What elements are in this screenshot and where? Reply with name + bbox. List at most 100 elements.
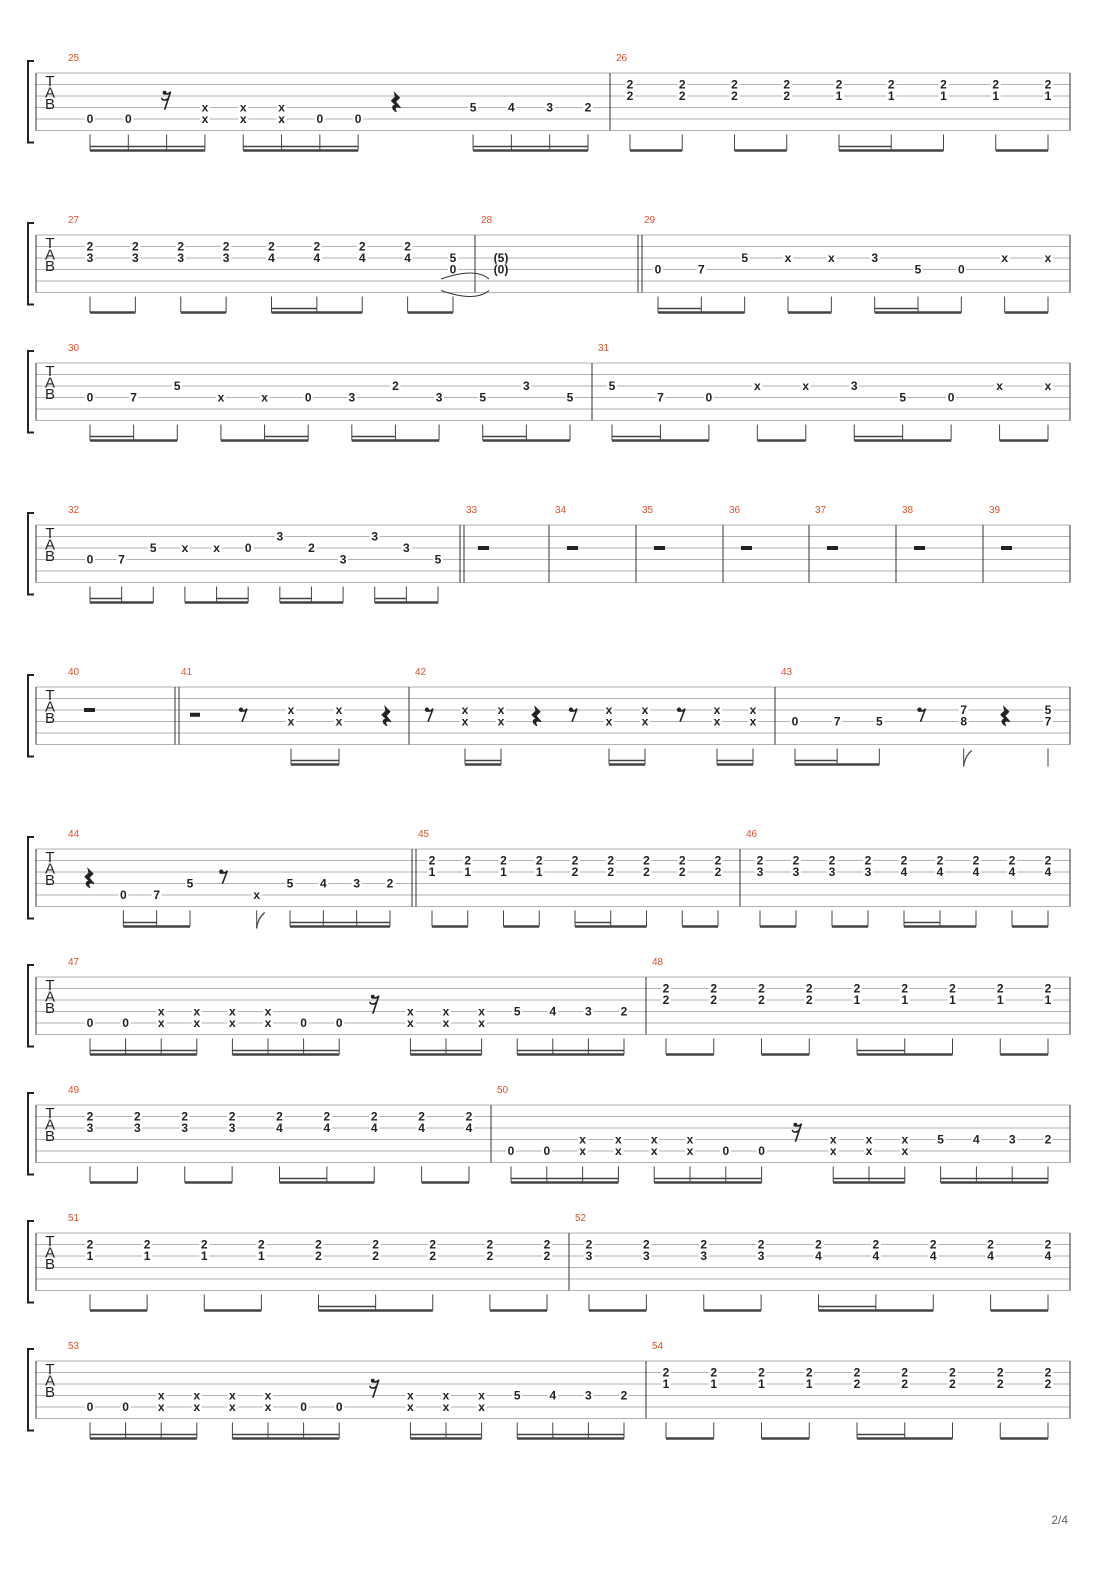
fret-bg — [935, 1133, 946, 1146]
fret-number: 0 — [122, 1016, 129, 1030]
fret-number: 7 — [153, 888, 160, 902]
dead-note: x — [996, 379, 1003, 393]
fret-number: 2 — [949, 1377, 956, 1391]
fret-bg — [928, 1238, 939, 1251]
fret-bg — [311, 252, 322, 264]
fret-bg — [826, 252, 837, 264]
fret-bg — [712, 704, 722, 716]
fret-bg — [351, 877, 362, 890]
fret-bg — [899, 854, 909, 867]
fret-bg — [756, 1366, 767, 1379]
tab-clef-letter: A — [45, 537, 55, 554]
dead-note: x — [901, 1144, 908, 1158]
fret-bg — [708, 982, 719, 995]
fret-bg — [947, 982, 958, 995]
fret-bg — [370, 1250, 381, 1262]
fret-number: 2 — [937, 854, 944, 868]
tab-clef-letter: B — [45, 1384, 55, 1401]
fret-bg — [899, 982, 910, 995]
fret-number: 5 — [899, 391, 906, 405]
fret-bg — [227, 1005, 238, 1018]
quarter-rest — [390, 91, 401, 113]
fret-number: 3 — [851, 379, 858, 393]
fret-number: (0) — [494, 263, 509, 277]
fret-number: 0 — [722, 1144, 729, 1158]
fret-bg — [460, 704, 470, 716]
fret-bg — [703, 391, 714, 404]
fret-number: 1 — [997, 993, 1004, 1007]
dead-note: x — [478, 1016, 485, 1030]
measure-number: 34 — [555, 505, 567, 516]
fret-bg — [946, 391, 957, 404]
fret-bg — [401, 542, 412, 554]
fret-number: 0 — [706, 391, 713, 405]
fret-bg — [790, 715, 800, 728]
fret-bg — [712, 715, 722, 728]
measure-number: 35 — [642, 505, 654, 516]
fret-bg — [708, 1366, 719, 1379]
fret-number: 2 — [793, 854, 800, 868]
dead-note: x — [687, 1133, 694, 1147]
dead-note: x — [407, 1005, 414, 1019]
fret-bg — [238, 113, 249, 125]
fret-number: 2 — [607, 865, 614, 879]
measure-number: 39 — [989, 505, 1001, 516]
dead-note: x — [579, 1144, 586, 1158]
flag — [256, 912, 266, 929]
fret-number: 2 — [710, 982, 717, 996]
fret-bg — [85, 1401, 95, 1413]
measure: 37 — [815, 505, 838, 550]
fret-bg — [1043, 1250, 1053, 1262]
fret-bg — [498, 866, 509, 878]
fret-number: 5 — [435, 553, 442, 567]
fret-number: 3 — [371, 530, 378, 544]
tab-clef-letter: A — [45, 699, 55, 716]
fret-bg — [369, 1110, 380, 1123]
fret-number: 0 — [87, 391, 94, 405]
fret-bg — [995, 1378, 1006, 1390]
dead-note: x — [830, 1133, 837, 1147]
measure-number: 42 — [415, 667, 427, 678]
measure: 40 — [68, 667, 95, 712]
fret-number: 2 — [758, 1366, 765, 1380]
fret-bg — [85, 1238, 95, 1251]
fret-number: 2 — [992, 78, 999, 92]
fret-number: 0 — [87, 112, 94, 126]
fret-bg — [852, 982, 862, 995]
fret-number: 7 — [118, 553, 125, 567]
fret-number: 2 — [324, 1110, 331, 1124]
fret-number: 5 — [174, 379, 181, 393]
fret-bg — [227, 1389, 238, 1402]
fret-bg — [696, 263, 707, 276]
fret-bg — [120, 1017, 131, 1029]
fret-bg — [1043, 982, 1053, 995]
fret-bg — [813, 1250, 824, 1262]
fret-bg — [142, 1238, 153, 1251]
dead-note: x — [615, 1144, 622, 1158]
fret-number: 3 — [436, 391, 443, 405]
measure-number: 50 — [497, 1085, 509, 1096]
fret-bg — [132, 1110, 143, 1123]
fret-bg — [804, 1366, 815, 1379]
fret-number: 5 — [450, 251, 457, 265]
fret-bg — [130, 240, 141, 253]
fret-bg — [298, 1401, 309, 1413]
fret-bg — [1043, 1133, 1053, 1146]
fret-bg — [85, 240, 95, 253]
fret-bg — [274, 1122, 285, 1134]
fret-number: 1 — [87, 1249, 94, 1263]
fret-number: 2 — [758, 1238, 765, 1252]
fret-number: 2 — [487, 1238, 494, 1252]
fret-bg — [227, 1110, 238, 1123]
fret-number: 2 — [973, 854, 980, 868]
measure-number: 41 — [181, 667, 193, 678]
measure-number: 53 — [68, 1341, 80, 1352]
